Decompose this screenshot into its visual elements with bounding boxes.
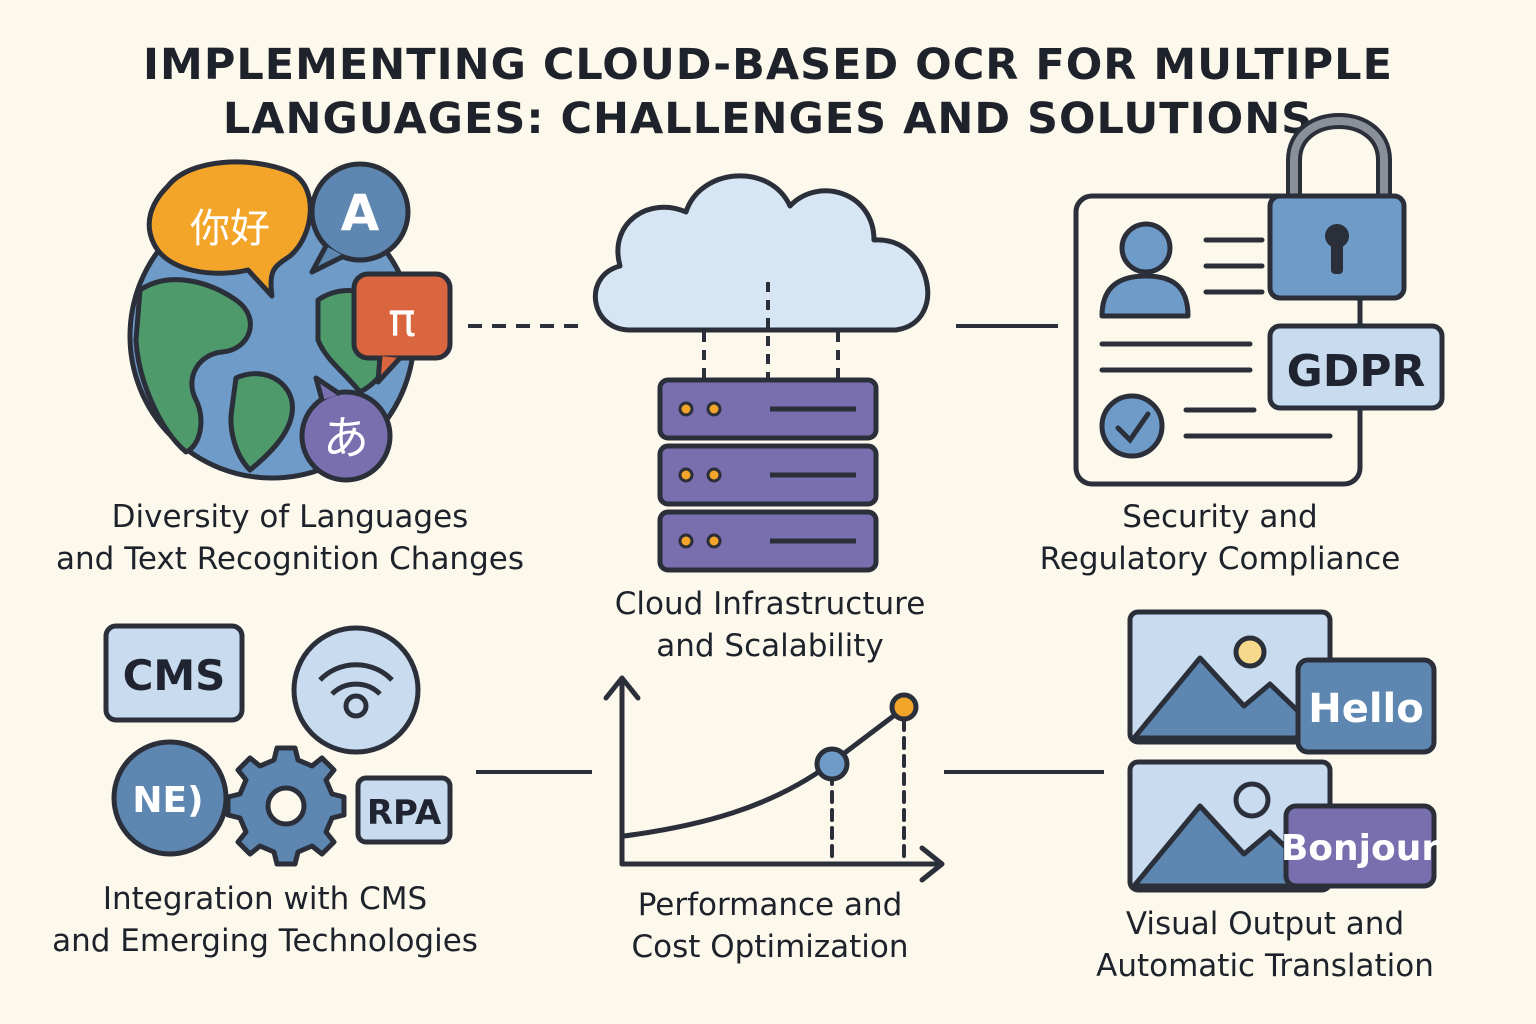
cloud-icon	[592, 173, 931, 333]
check-circle-icon	[1099, 393, 1165, 459]
image-frame-top	[1127, 609, 1333, 745]
connectors	[468, 324, 1104, 774]
nfc-icon: NE)	[111, 739, 229, 857]
wifi-icon	[291, 625, 421, 755]
speech-bubble-latin: A	[309, 161, 411, 275]
visual-label-line-2: Automatic Translation	[1096, 948, 1434, 984]
cloud-label: Cloud Infrastructure and Scalability	[540, 583, 1000, 667]
gdpr-text: GDPR	[1287, 346, 1426, 397]
security-label: Security and Regulatory Compliance	[1000, 496, 1440, 580]
security-label-line-2: Regulatory Compliance	[1039, 541, 1401, 577]
cloud-label-line-2: and Scalability	[656, 628, 884, 664]
languages-label: Diversity of Languages and Text Recognit…	[30, 496, 550, 580]
speech-bubble-greek: π	[351, 271, 453, 385]
visual-label: Visual Output and Automatic Translation	[1060, 903, 1470, 987]
languages-label-line-2: and Text Recognition Changes	[56, 541, 524, 577]
integration-label: Integration with CMS and Emerging Techno…	[20, 878, 510, 962]
cms-text: CMS	[123, 651, 226, 700]
gear-icon	[225, 745, 347, 867]
speech-bubble-japanese: あ	[299, 375, 393, 483]
bonjour-text: Bonjour	[1281, 828, 1440, 869]
server-unit-3	[657, 509, 879, 573]
performance-chart-icon	[603, 675, 945, 883]
page-title: IMPLEMENTING CLOUD-BASED OCR FOR MULTIPL…	[0, 38, 1536, 146]
title-line-1: IMPLEMENTING CLOUD-BASED OCR FOR MULTIPL…	[143, 40, 1393, 90]
translation-tag-bonjour: Bonjour	[1281, 803, 1440, 889]
server-stack-icon	[657, 377, 879, 573]
bubble-japanese-text: あ	[323, 411, 369, 465]
bubble-greek-text: π	[388, 293, 416, 347]
bubble-latin-text: A	[341, 184, 380, 242]
user-avatar-icon	[1119, 221, 1173, 275]
hello-text: Hello	[1308, 686, 1424, 732]
server-unit-2	[657, 443, 879, 507]
gdpr-badge: GDPR	[1267, 323, 1445, 411]
bubble-chinese-text: 你好	[190, 206, 270, 252]
visual-label-line-1: Visual Output and	[1125, 906, 1405, 942]
rpa-text: RPA	[367, 793, 442, 833]
server-unit-1	[657, 377, 879, 441]
security-label-line-1: Security and	[1122, 499, 1318, 535]
cms-badge: CMS	[103, 623, 245, 723]
rpa-badge: RPA	[355, 775, 453, 845]
nfc-text: NE)	[132, 780, 203, 821]
languages-label-line-1: Diversity of Languages	[111, 499, 469, 535]
performance-label-line-2: Cost Optimization	[631, 929, 909, 965]
translation-tag-hello: Hello	[1295, 657, 1437, 755]
cloud-label-line-1: Cloud Infrastructure	[614, 586, 926, 622]
integration-label-line-1: Integration with CMS	[102, 881, 428, 917]
speech-bubble-chinese: 你好	[146, 159, 313, 299]
performance-label: Performance and Cost Optimization	[560, 884, 980, 968]
integration-label-line-2: and Emerging Technologies	[52, 923, 478, 959]
padlock-icon	[1267, 113, 1407, 301]
title-line-2: LANGUAGES: CHALLENGES AND SOLUTIONS	[222, 94, 1314, 144]
cloud-server-links	[702, 282, 840, 378]
performance-label-line-1: Performance and	[637, 887, 903, 923]
